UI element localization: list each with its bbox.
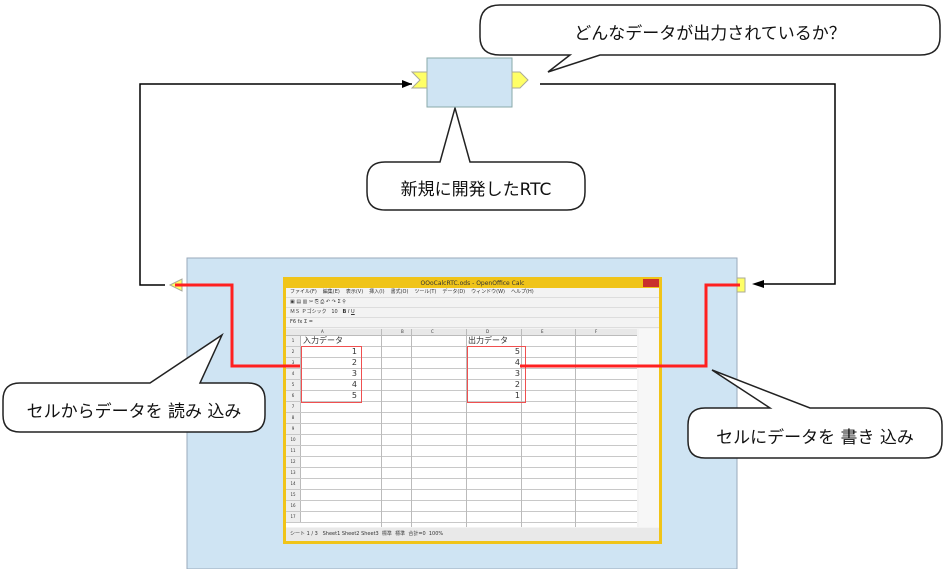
row-number[interactable]: 11: [286, 446, 301, 456]
sheet-tab[interactable]: Sheet1: [322, 531, 341, 537]
table-row: 12: [286, 457, 637, 468]
row-number[interactable]: 10: [286, 435, 301, 445]
bubble-write-text: セルにデータを 書き 込み: [716, 428, 914, 448]
row-number[interactable]: 12: [286, 457, 301, 467]
output-header[interactable]: 出力データ: [468, 336, 508, 345]
font-size-select[interactable]: 10: [331, 309, 338, 315]
row-number[interactable]: 8: [286, 413, 301, 423]
arrowhead-icon: [402, 80, 412, 88]
table-row: 6 5 1: [286, 391, 637, 402]
output-cell[interactable]: 3: [514, 369, 520, 378]
in-port-icon: [410, 71, 428, 89]
row-number[interactable]: 3: [286, 358, 301, 368]
status-bar: シート 1 / 3 Sheet1 Sheet2 Sheet3 標準 標準 合計=…: [286, 528, 659, 541]
font-name-select[interactable]: ＭＳ Ｐゴシック: [290, 309, 327, 315]
status-page: シート 1 / 3: [290, 531, 318, 537]
table-row: 11: [286, 446, 637, 457]
input-cell[interactable]: 3: [351, 369, 357, 378]
table-row: 10: [286, 435, 637, 446]
status-mode: 標準: [395, 531, 406, 537]
arrowhead-icon: [752, 280, 764, 288]
row-number[interactable]: 16: [286, 501, 301, 511]
column-headers: A B C D E F: [286, 329, 637, 336]
table-row: 16: [286, 501, 637, 512]
column-header[interactable]: B: [401, 329, 404, 334]
row-number[interactable]: 13: [286, 468, 301, 478]
window-title: OOoCalcRTC.ods - OpenOffice Calc: [420, 280, 525, 287]
close-button[interactable]: [643, 279, 659, 287]
sheet-tab[interactable]: Sheet3: [361, 531, 379, 537]
status-zoom[interactable]: 100%: [428, 531, 444, 537]
sidebar[interactable]: [639, 329, 659, 527]
input-cell[interactable]: 2: [351, 358, 357, 367]
menu-tools[interactable]: ツール(T): [414, 289, 437, 295]
speech-bubble-top: [479, 4, 941, 73]
sheet-tab[interactable]: Sheet2: [341, 531, 360, 537]
menu-help[interactable]: ヘルプ(H): [511, 289, 534, 295]
table-row: 13: [286, 468, 637, 479]
menu-format[interactable]: 書式(O): [390, 289, 409, 295]
table-row: 9: [286, 424, 637, 435]
row-number[interactable]: 7: [286, 402, 301, 412]
row-number[interactable]: 1: [286, 336, 301, 346]
bubble-top-text: どんなデータが出力されているか？: [574, 24, 846, 44]
row-number[interactable]: 6: [286, 391, 301, 401]
menu-data[interactable]: データ(D): [442, 289, 466, 295]
rtc-component: [426, 57, 513, 108]
input-header[interactable]: 入力データ: [303, 336, 343, 345]
output-cell[interactable]: 2: [514, 380, 520, 389]
menu-view[interactable]: 表示(V): [345, 289, 364, 295]
status-style: 標準: [381, 531, 392, 537]
name-box[interactable]: F6: [290, 319, 297, 325]
menu-file[interactable]: ファイル(F): [290, 289, 317, 295]
table-row: 14: [286, 479, 637, 490]
bubble-rtc-text: 新規に開発したRTC: [400, 180, 552, 200]
column-header[interactable]: E: [541, 329, 544, 334]
input-range-highlight: [301, 346, 362, 403]
formula-bar: F6 fx Σ =: [286, 318, 659, 328]
calc-window: OOoCalcRTC.ods - OpenOffice Calc ファイル(F)…: [283, 277, 662, 544]
speech-bubble-write: [687, 369, 943, 459]
row-number[interactable]: 2: [286, 347, 301, 357]
standard-toolbar[interactable]: ▣ ▤ ▥ ✂ ⎘ ⎙ ↶ ↷ Σ ⚲: [286, 298, 659, 308]
row-number[interactable]: 15: [286, 490, 301, 500]
output-range-highlight: [467, 346, 526, 403]
table-row: 4 3 3: [286, 369, 637, 380]
row-number[interactable]: 9: [286, 424, 301, 434]
table-row: 5 4 2: [286, 380, 637, 391]
column-header[interactable]: F: [595, 329, 598, 334]
speech-bubble-rtc: [366, 105, 586, 211]
column-header[interactable]: D: [486, 329, 490, 334]
table-row: 15: [286, 490, 637, 501]
input-cell[interactable]: 1: [351, 347, 357, 356]
table-row: 17: [286, 512, 637, 523]
calc-in-port-icon: [736, 277, 746, 293]
connector-left: [139, 83, 412, 286]
row-number[interactable]: 5: [286, 380, 301, 390]
format-toolbar: ＭＳ Ｐゴシック 10 B I U: [286, 308, 659, 318]
input-cell[interactable]: 4: [351, 380, 357, 389]
menu-insert[interactable]: 挿入(I): [369, 289, 385, 295]
status-sum: 合計=0: [408, 531, 426, 537]
output-cell[interactable]: 1: [514, 391, 520, 400]
row-number[interactable]: 4: [286, 369, 301, 379]
menu-edit[interactable]: 編集(E): [322, 289, 340, 295]
table-row: 7: [286, 402, 637, 413]
calc-out-port-icon: [168, 278, 183, 292]
column-header[interactable]: A: [321, 329, 324, 334]
row-number[interactable]: 17: [286, 512, 301, 522]
menu-window[interactable]: ウィンドウ(W): [471, 289, 505, 295]
bubble-read-text: セルからデータを 読み 込み: [26, 402, 242, 422]
menu-bar: ファイル(F) 編集(E) 表示(V) 挿入(I) 書式(O) ツール(T) データ(D) ウ…: [286, 288, 659, 298]
title-bar: OOoCalcRTC.ods - OpenOffice Calc: [286, 279, 659, 288]
output-cell[interactable]: 5: [514, 347, 520, 356]
input-cell[interactable]: 5: [351, 391, 357, 400]
row-number[interactable]: 14: [286, 479, 301, 489]
connector-right: [540, 83, 836, 285]
column-header[interactable]: C: [431, 329, 434, 334]
out-port-icon: [511, 71, 529, 89]
table-row: 8: [286, 413, 637, 424]
output-cell[interactable]: 4: [514, 358, 520, 367]
